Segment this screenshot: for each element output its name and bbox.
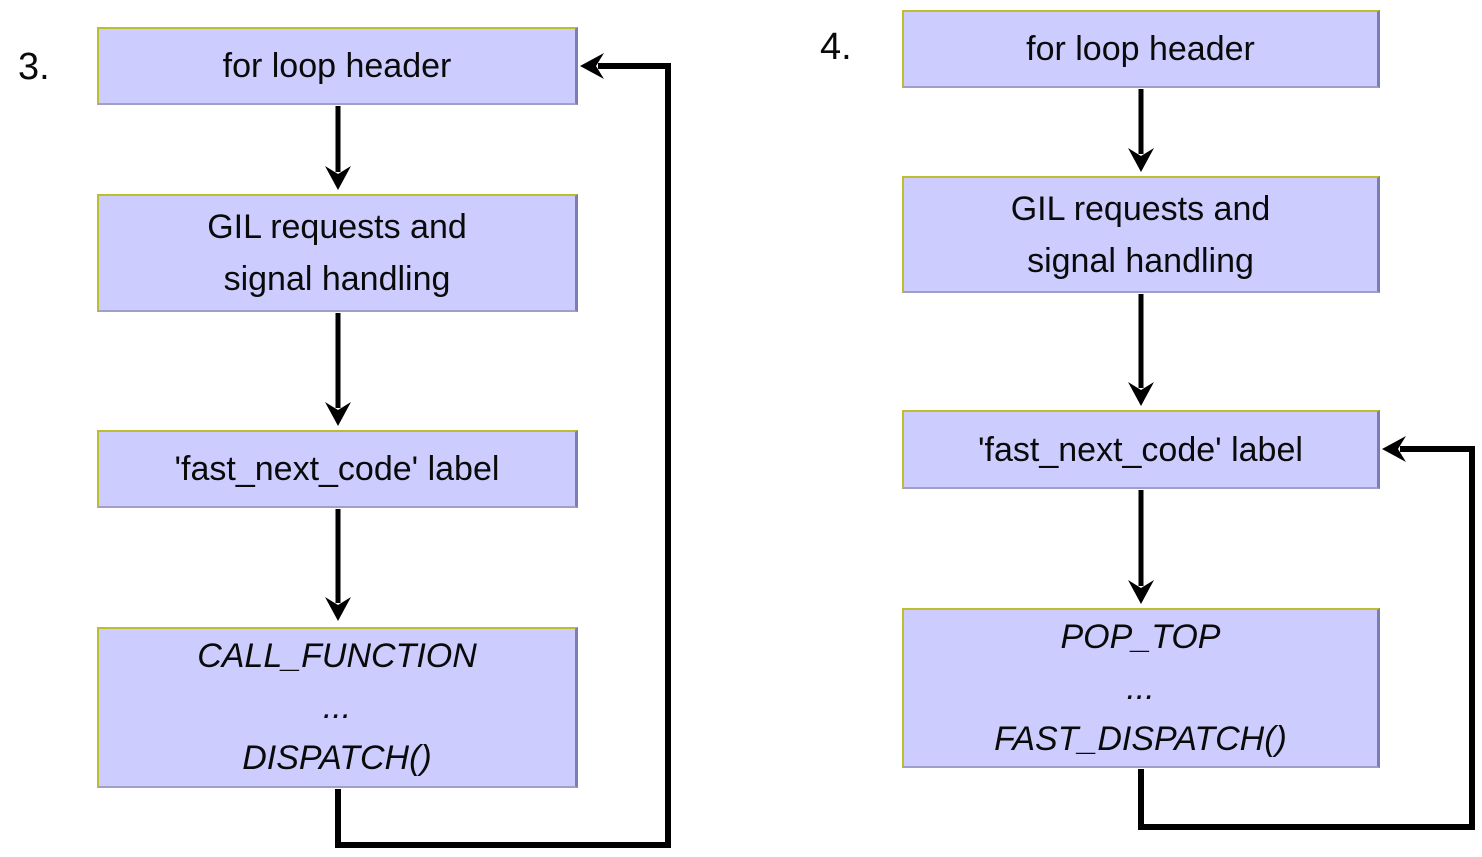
arrowhead-left-icon [580, 53, 604, 79]
box-gil-requests-3: GIL requests and signal handling [97, 194, 578, 312]
box-text: ... [322, 688, 352, 726]
box-text: CALL_FUNCTION [197, 637, 477, 675]
box-for-loop-header-4: for loop header [902, 10, 1380, 88]
box-text: 'fast_next_code' label [174, 450, 500, 488]
diagram-4-arrows [1138, 89, 1475, 830]
arrowhead-down-icon [325, 402, 351, 426]
arrowhead-down-icon [325, 166, 351, 190]
box-text: 'fast_next_code' label [978, 430, 1303, 469]
box-fast-next-code-3: 'fast_next_code' label [97, 430, 578, 508]
box-text: signal handling [223, 260, 451, 298]
box-text: for loop header [222, 47, 452, 85]
loop-back-segment [335, 63, 671, 848]
box-text: DISPATCH() [242, 739, 432, 777]
arrowhead-down-icon [1128, 580, 1154, 604]
box-for-loop-header-3: for loop header [97, 27, 578, 105]
box-text: signal handling [1027, 241, 1254, 280]
diagram-3-label: 3. [18, 46, 50, 88]
box-text: for loop header [1026, 30, 1255, 68]
box-gil-requests-4: GIL requests and signal handling [902, 176, 1380, 293]
arrowhead-down-icon [1128, 382, 1154, 406]
box-fast-next-code-4: 'fast_next_code' label [902, 410, 1380, 489]
diagram-4-arrowheads [1128, 148, 1406, 604]
diagram-4-label: 4. [820, 26, 852, 68]
box-text: GIL requests and [1010, 189, 1271, 228]
box-text: GIL requests and [207, 208, 467, 246]
box-text: FAST_DISPATCH() [994, 719, 1287, 758]
box-text: ... [1126, 668, 1155, 707]
box-pop-top-fast-dispatch-4: POP_TOP ... FAST_DISPATCH() [902, 608, 1380, 768]
box-call-function-dispatch-3: CALL_FUNCTION ... DISPATCH() [97, 627, 578, 788]
diagram-3-arrows [335, 63, 671, 848]
arrowhead-down-icon [1128, 148, 1154, 172]
loop-back-segment [1138, 446, 1475, 830]
diagram-3-arrowheads [325, 53, 604, 621]
box-text: POP_TOP [1060, 617, 1221, 656]
arrowhead-down-icon [325, 597, 351, 621]
arrowhead-left-icon [1382, 436, 1406, 462]
